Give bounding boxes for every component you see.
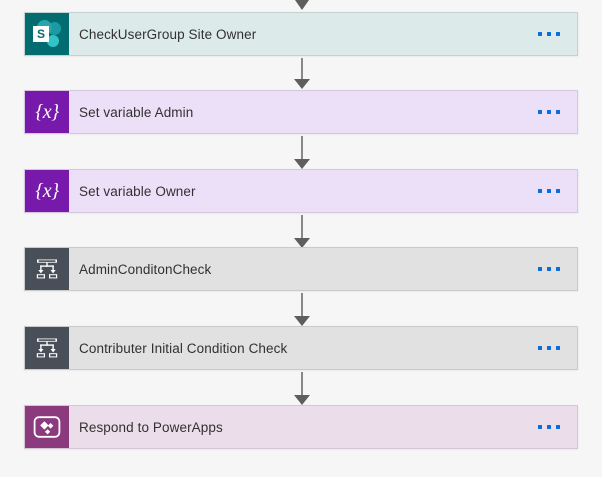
connector-line (301, 293, 303, 317)
connector-2 (294, 136, 310, 170)
flow-step-title: Set variable Admin (79, 104, 194, 120)
connector-5 (294, 372, 310, 406)
flow-step-respond-to-powerapps[interactable]: Respond to PowerApps (24, 405, 578, 449)
flow-step-title: CheckUserGroup Site Owner (79, 26, 257, 42)
ellipsis-dot (538, 189, 542, 193)
connector-top-partial (294, 0, 310, 12)
powerapps-icon (25, 406, 69, 448)
flow-step-overflow-menu-button[interactable] (521, 248, 577, 290)
flow-step-overflow-menu-button[interactable] (521, 170, 577, 212)
condition-icon (25, 248, 69, 290)
ellipsis-dot (547, 32, 551, 36)
ellipsis-dot (556, 425, 560, 429)
connector-line (301, 372, 303, 396)
flow-step-set-variable-owner[interactable]: {x} Set variable Owner (24, 169, 578, 213)
variable-icon-glyph: {x} (35, 101, 59, 123)
connector-line (301, 136, 303, 160)
ellipsis-dot (538, 267, 542, 271)
ellipsis-dot (556, 267, 560, 271)
ellipsis-dot (538, 32, 542, 36)
condition-icon (25, 327, 69, 369)
connector-line (301, 215, 303, 239)
connector-3 (294, 215, 310, 249)
connector-line (301, 0, 303, 2)
flow-step-overflow-menu-button[interactable] (521, 406, 577, 448)
ellipsis-dot (556, 32, 560, 36)
flow-step-title: Set variable Owner (79, 183, 196, 199)
flow-step-set-variable-admin[interactable]: {x} Set variable Admin (24, 90, 578, 134)
ellipsis-dot (556, 110, 560, 114)
flow-step-admin-conditon-check[interactable]: AdminConditonCheck (24, 247, 578, 291)
ellipsis-dot (556, 346, 560, 350)
sharepoint-icon-letter: S (33, 26, 49, 42)
flow-step-overflow-menu-button[interactable] (521, 13, 577, 55)
connector-arrowhead (294, 316, 310, 326)
connector-arrowhead (294, 395, 310, 405)
sharepoint-icon: S (25, 13, 69, 55)
connector-arrowhead (295, 0, 309, 10)
flow-step-title: Contributer Initial Condition Check (79, 340, 288, 356)
flow-step-title: AdminConditonCheck (79, 261, 212, 277)
ellipsis-dot (538, 425, 542, 429)
variable-icon-glyph: {x} (35, 180, 59, 202)
connector-4 (294, 293, 310, 327)
ellipsis-dot (538, 346, 542, 350)
connector-line (301, 58, 303, 80)
variable-icon: {x} (25, 170, 69, 212)
ellipsis-dot (547, 110, 551, 114)
flow-step-check-user-group-site-owner[interactable]: S CheckUserGroup Site Owner (24, 12, 578, 56)
connector-arrowhead (294, 159, 310, 169)
flow-step-title: Respond to PowerApps (79, 419, 223, 435)
ellipsis-dot (547, 425, 551, 429)
flow-step-overflow-menu-button[interactable] (521, 327, 577, 369)
ellipsis-dot (538, 110, 542, 114)
variable-icon: {x} (25, 91, 69, 133)
ellipsis-dot (547, 346, 551, 350)
ellipsis-dot (547, 189, 551, 193)
ellipsis-dot (556, 189, 560, 193)
connector-arrowhead (294, 79, 310, 89)
flow-step-contributer-initial-condition-check[interactable]: Contributer Initial Condition Check (24, 326, 578, 370)
ellipsis-dot (547, 267, 551, 271)
flow-step-overflow-menu-button[interactable] (521, 91, 577, 133)
connector-1 (294, 58, 310, 90)
